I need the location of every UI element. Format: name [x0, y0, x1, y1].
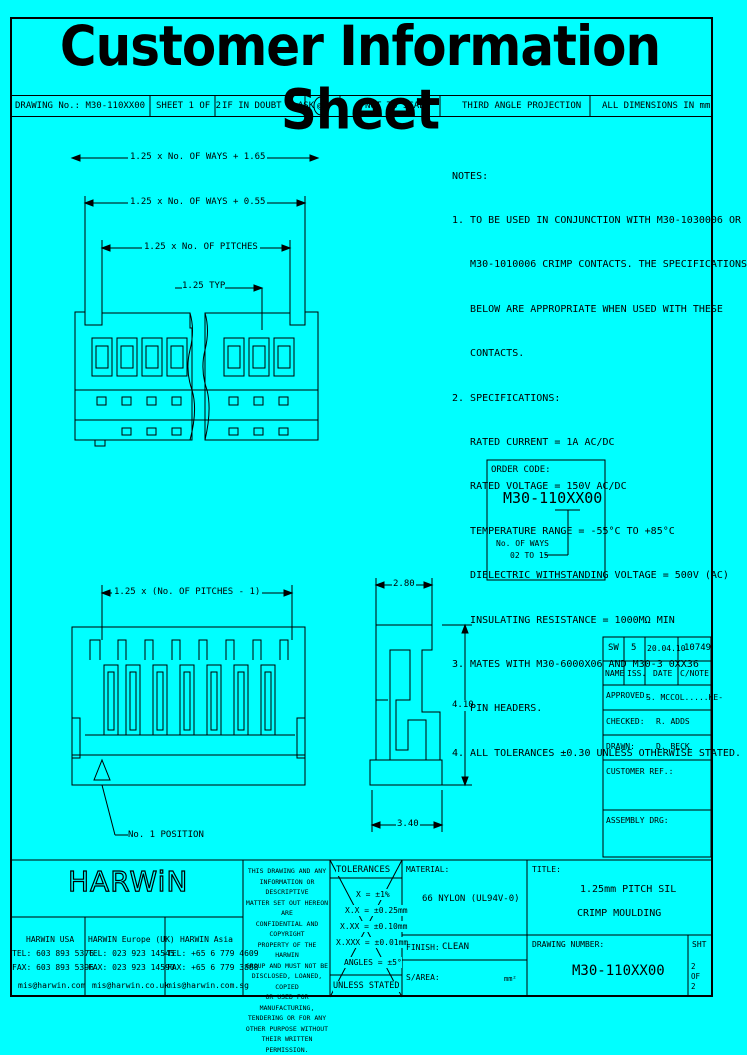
sheet-title: Customer Information Sheet — [59, 14, 661, 142]
note-line: PIN HEADERS. — [452, 703, 543, 715]
rev-cnote: 10749 — [684, 643, 712, 653]
dim-inner-width: 1.25 x No. OF WAYS + 0.55 — [128, 197, 268, 208]
note-line: BELOW ARE APPROPRIATE WHEN USED WITH THE… — [452, 303, 723, 315]
if-in-doubt: IF IN DOUBT - ASK — [222, 101, 315, 111]
confidential-line: GROUP AND MUST NOT BE — [245, 961, 329, 970]
note-line: M30-1010006 CRIMP CONTACTS. THE SPECIFIC… — [452, 259, 747, 271]
sarea-label: S/AREA: — [406, 973, 440, 982]
note-line: TEMPERATURE RANGE = -55°C TO +85°C — [452, 525, 675, 537]
dim-typ-pitch: 1.25 TYP — [182, 281, 226, 292]
confidential-line: PROPERTY OF THE HARWIN — [257, 940, 317, 960]
rev-header-name: NAME — [605, 669, 625, 678]
customer-ref-label: CUSTOMER REF.: — [606, 767, 674, 776]
checked-label: CHECKED: — [606, 717, 645, 726]
finish-value: CLEAN — [442, 942, 470, 952]
note-line: 2. SPECIFICATIONS: — [452, 392, 561, 404]
order-code-ways-range: 02 TO 15 — [510, 551, 549, 560]
harwin-asia-name: HARWIN Asia — [180, 935, 233, 944]
dim-height: 4.10 — [452, 700, 474, 711]
harwin-usa-name: HARWIN USA — [26, 935, 75, 944]
rev-issue: 5 — [631, 643, 637, 653]
confidential-line: CONFIDENTIAL AND COPYRIGHT — [255, 919, 319, 939]
rev-date: 20.04.10 — [647, 644, 686, 653]
order-code-label: ORDER CODE: — [491, 465, 551, 475]
confidential-line: THIS DRAWING AND ANY — [247, 867, 327, 875]
harwin-europe-tel: TEL: 023 923 14545 — [88, 949, 175, 958]
sht-value: 2 OF 2 — [691, 962, 701, 991]
harwin-usa-fax: FAX: 603 893 5396 — [12, 963, 94, 972]
note-line: RATED CURRENT = 1A AC/DC — [452, 436, 615, 448]
tolerance-line: X.XXX = ±0.01mm — [336, 937, 409, 948]
confidential-line: OR USED FOR MANUFACTURING, — [259, 993, 315, 1012]
confidential-line: TENDERING OR FOR ANY — [247, 1014, 327, 1022]
material-label: MATERIAL: — [406, 865, 450, 874]
drawing-number: M30-110XX00 — [572, 963, 665, 979]
note-line: NOTES: — [452, 170, 489, 182]
rev-header-cnote: C/NOTE — [680, 669, 709, 678]
confidential-line: INFORMATION OR DESCRIPTIVE — [259, 877, 315, 897]
harwin-asia-email: mis@harwin.com.sg — [167, 981, 249, 990]
pin-one-label: No. 1 POSITION — [128, 830, 204, 840]
sarea-value: mm² — [504, 975, 517, 983]
projection: THIRD ANGLE PROJECTION — [462, 101, 582, 111]
note-line: 1. TO BE USED IN CONJUNCTION WITH M30-10… — [452, 214, 741, 226]
sht-label: SHT — [692, 940, 707, 949]
drawn-label: DRAWN: — [606, 742, 635, 751]
harwin-usa-tel: TEL: 603 893 5376 — [12, 949, 94, 958]
drawing-number-label: DRAWING NUMBER: — [532, 940, 605, 949]
harwin-europe-fax: FAX: 023 923 14590 — [88, 963, 175, 972]
order-code-ways-label: No. OF WAYS — [496, 539, 549, 548]
note-line: 4. ALL TOLERANCES ±0.30 UNLESS OTHERWISE… — [452, 747, 741, 759]
tolerances-label: TOLERANCES — [336, 865, 391, 876]
title-label: TITLE: — [532, 865, 561, 874]
tolerance-line: X.XX = ±0.10mm — [340, 921, 408, 932]
rev-header-date: DATE — [653, 669, 673, 678]
finish-label: FINISH: — [406, 943, 440, 952]
approved-value: S. MCCOL.....KE- — [646, 693, 724, 702]
harwin-europe-name: HARWIN Europe (UK) — [88, 935, 175, 944]
note-line: CONTACTS. — [452, 348, 525, 360]
confidential-line: MATTER SET OUT HEREON ARE — [245, 898, 329, 918]
confidential-notice: THIS DRAWING AND ANY INFORMATION OR DESC… — [244, 866, 330, 1055]
rev-name: SW — [608, 643, 619, 653]
dim-side-width: 2.80 — [392, 579, 416, 590]
harwin-asia-tel: TEL: +65 6 779 4609 — [167, 949, 259, 958]
rev-header-issue: ISS. — [627, 669, 647, 678]
tolerance-line: X.X = ±0.25mm — [345, 905, 408, 916]
notes-block: NOTES: 1. TO BE USED IN CONJUNCTION WITH… — [452, 140, 747, 776]
tolerance-line: ANGLES = ±5° — [344, 957, 402, 968]
harwin-asia-fax: FAX: +65 6 779 3888 — [167, 963, 259, 972]
drawing-no: DRAWING No.: M30-110XX00 — [15, 101, 146, 111]
harwin-logo: HARWiN — [67, 865, 189, 898]
drawn-value: D. BECK — [656, 742, 690, 751]
material-value: 66 NYLON (UL94V-0) — [422, 894, 520, 904]
harwin-usa-email: mis@harwin.com — [18, 981, 86, 990]
note-line: INSULATING RESISTANCE = 1000MΩ MIN — [452, 614, 675, 626]
title-line-1: 1.25mm PITCH SIL — [580, 884, 677, 895]
unless-stated: UNLESS STATED — [333, 981, 400, 992]
sheet-number: SHEET 1 OF 2 — [156, 101, 222, 111]
outer-frame — [10, 17, 713, 997]
note-line: DIELECTRIC WITHSTANDING VOLTAGE = 500V (… — [452, 570, 729, 582]
note-line: RATED VOLTAGE = 150V AC/DC — [452, 481, 627, 493]
dim-side-base: 3.40 — [396, 819, 420, 830]
harwin-europe-email: mis@harwin.co.uk — [92, 981, 170, 990]
dim-pitches-minus-one: 1.25 x (No. OF PITCHES - 1) — [112, 587, 263, 598]
assembly-drg-label: ASSEMBLY DRG: — [606, 816, 669, 825]
title-line-2: CRIMP MOULDING — [577, 908, 662, 919]
confidential-line: THEIR WRITTEN PERMISSION. — [261, 1035, 313, 1054]
not-to-scale: NOT TO SCALE — [365, 101, 431, 111]
confidential-line: OTHER PURPOSE WITHOUT — [245, 1024, 329, 1033]
dim-pitches: 1.25 x No. OF PITCHES — [142, 242, 260, 253]
copyright-symbol: © — [317, 100, 324, 113]
dim-overall-width: 1.25 x No. OF WAYS + 1.65 — [128, 152, 268, 163]
dimension-units: ALL DIMENSIONS IN mm — [602, 101, 711, 111]
approved-label: APPROVED: — [606, 691, 650, 700]
tolerance-line: X = ±1% — [356, 889, 390, 900]
header-strip — [10, 95, 713, 117]
checked-value: R. ADDS — [656, 717, 690, 726]
order-code-value: M30-110XX00 — [503, 489, 603, 507]
note-line: 3. MATES WITH M30-6000X06 AND M30-3 0XX3… — [452, 658, 699, 670]
confidential-line: DISCLOSED, LOANED, COPIED — [251, 972, 323, 991]
